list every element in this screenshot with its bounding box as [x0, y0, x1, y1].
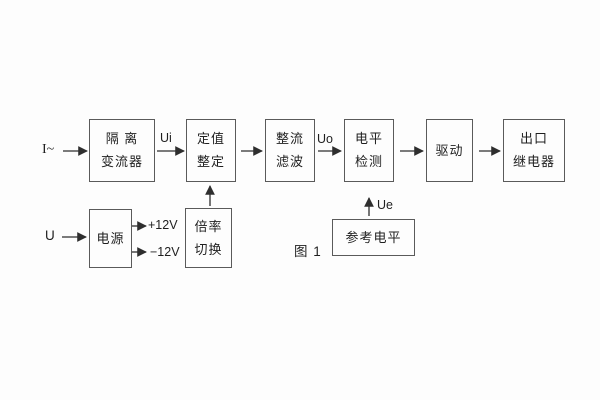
block-rectifier-filter: 整流 滤波	[265, 119, 315, 182]
block-rectify-line2: 滤波	[275, 154, 304, 169]
label-ue: Ue	[377, 198, 393, 212]
block-reference-label: 参考电平	[345, 229, 402, 245]
block-level-line1: 电平	[354, 131, 383, 146]
block-isolation-line2: 变流器	[100, 154, 143, 169]
figure-caption: 图 1	[294, 244, 322, 259]
label-minus-12v: −12V	[150, 245, 180, 259]
block-level-detector: 电平 检测	[344, 119, 394, 182]
label-uo: Uo	[317, 132, 333, 146]
block-setting-line2: 整定	[196, 154, 225, 169]
block-setpoint-setting: 定值 整定	[186, 119, 236, 182]
block-relay-line2: 继电器	[512, 154, 555, 169]
block-reference-level: 参考电平	[332, 219, 415, 256]
block-rectify-line1: 整流	[275, 131, 304, 146]
block-power-label: 电源	[96, 230, 125, 246]
block-power-supply: 电源	[89, 209, 132, 268]
block-drive-label: 驱动	[435, 142, 464, 158]
block-level-line2: 检测	[354, 154, 383, 169]
label-voltage-input: U	[45, 228, 55, 243]
block-output-relay: 出口 继电器	[503, 119, 565, 182]
block-ratio-switch: 倍率 切换	[185, 208, 232, 268]
label-current-input: I~	[42, 142, 55, 157]
label-ui: Ui	[160, 131, 172, 145]
block-ratio-line2: 切换	[194, 241, 223, 257]
label-plus-12v: +12V	[148, 218, 178, 232]
block-isolation-converter: 隔 离 变流器	[89, 119, 155, 182]
block-drive: 驱动	[426, 119, 473, 182]
block-relay-line1: 出口	[519, 131, 548, 146]
block-ratio-line1: 倍率	[194, 218, 223, 234]
block-setting-line1: 定值	[196, 131, 225, 146]
block-isolation-line1: 隔 离	[105, 131, 139, 146]
